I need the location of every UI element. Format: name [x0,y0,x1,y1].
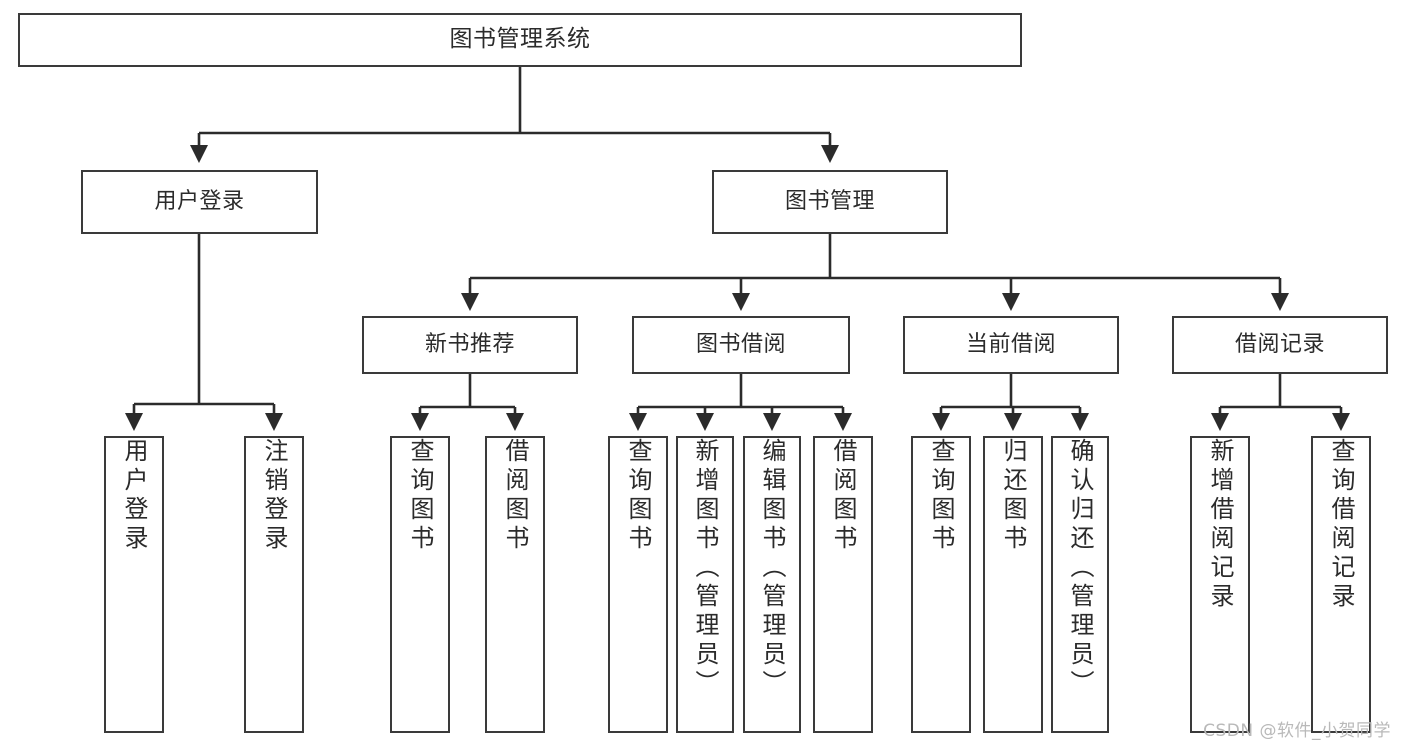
node-label: 注销登录 [260,438,288,554]
node-leaf-borrow-books-recommend[interactable]: 借阅图书 [485,436,545,733]
node-level2-borrow-records[interactable]: 借阅记录 [1172,316,1388,374]
node-level1-book-management[interactable]: 图书管理 [712,170,948,234]
node-leaf-add-borrow-record[interactable]: 新增借阅记录 [1190,436,1250,733]
node-root-label: 图书管理系统 [449,26,591,53]
node-label: 编辑图书（管理员） [758,438,786,699]
csdn-watermark: CSDN @软件_小贺同学 [1203,721,1391,741]
node-leaf-query-books-recommend[interactable]: 查询图书 [390,436,450,733]
node-label: 图书管理 [784,189,875,215]
node-leaf-logout[interactable]: 注销登录 [244,436,304,733]
node-label: 用户登录 [120,438,148,554]
node-leaf-return-books[interactable]: 归还图书 [983,436,1043,733]
node-label: 新增图书（管理员） [691,438,719,699]
node-leaf-borrow-books[interactable]: 借阅图书 [813,436,873,733]
node-leaf-confirm-return-admin[interactable]: 确认归还（管理员） [1051,436,1109,733]
node-label: 新增借阅记录 [1206,438,1234,612]
node-leaf-query-borrow-record[interactable]: 查询借阅记录 [1311,436,1371,733]
node-level2-new-book-recommend[interactable]: 新书推荐 [362,316,578,374]
node-label: 借阅记录 [1234,332,1325,358]
node-label: 借阅图书 [829,438,857,554]
node-label: 确认归还（管理员） [1066,438,1094,699]
node-level2-book-borrow[interactable]: 图书借阅 [632,316,850,374]
node-label: 图书借阅 [695,332,786,358]
node-label: 新书推荐 [424,332,515,358]
node-leaf-add-book-admin[interactable]: 新增图书（管理员） [676,436,734,733]
node-label: 归还图书 [999,438,1027,554]
node-leaf-query-books-borrow[interactable]: 查询图书 [608,436,668,733]
node-level2-current-borrow[interactable]: 当前借阅 [903,316,1119,374]
node-leaf-query-books-current[interactable]: 查询图书 [911,436,971,733]
node-label: 查询图书 [624,438,652,554]
node-level1-user-login[interactable]: 用户登录 [81,170,318,234]
node-label: 查询图书 [406,438,434,554]
node-label: 当前借阅 [965,332,1056,358]
node-leaf-user-login[interactable]: 用户登录 [104,436,164,733]
node-leaf-edit-book-admin[interactable]: 编辑图书（管理员） [743,436,801,733]
node-label: 查询图书 [927,438,955,554]
node-label: 查询借阅记录 [1327,438,1355,612]
node-root[interactable]: 图书管理系统 [18,13,1022,67]
node-label: 用户登录 [154,189,245,215]
node-label: 借阅图书 [501,438,529,554]
